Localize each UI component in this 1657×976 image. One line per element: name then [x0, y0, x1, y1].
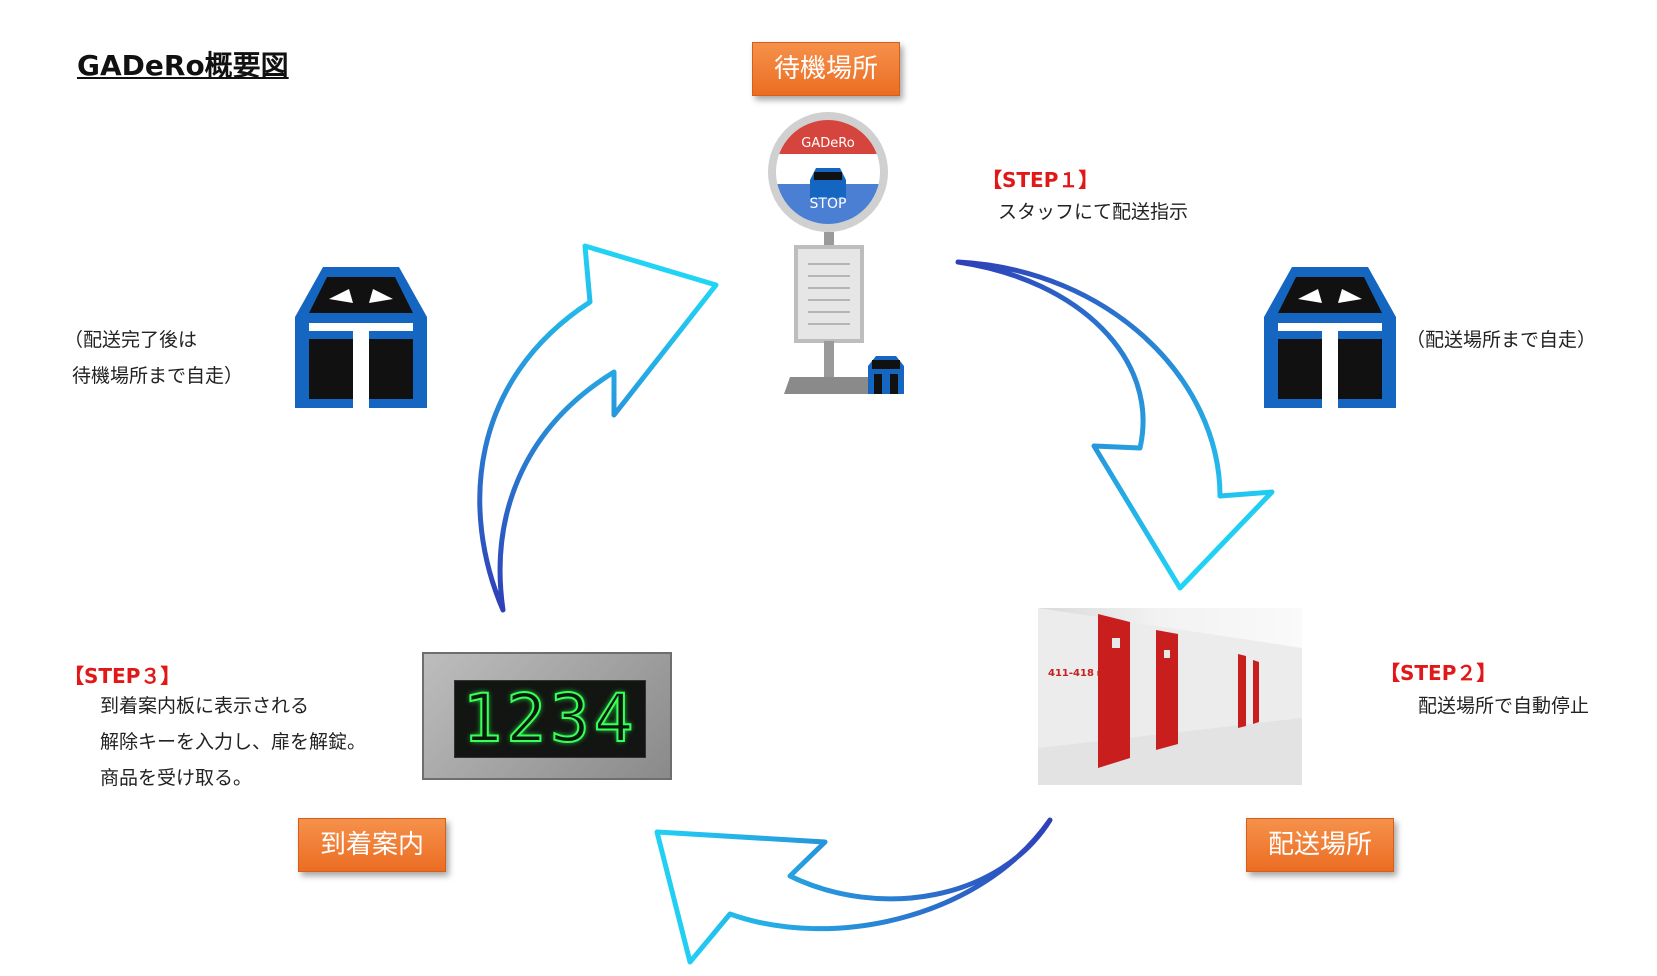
place-label-delivery: 配送場所 — [1246, 818, 1394, 872]
robot-icon-right — [1264, 267, 1396, 408]
arrow-to-waiting — [477, 243, 719, 613]
stop-sign-icon — [768, 112, 904, 394]
note-after-delivery-line-2: 待機場所まで自走） — [72, 365, 244, 387]
stop-sign-bottom-text: STOP — [809, 196, 847, 212]
place-label-arrival: 到着案内 — [298, 818, 446, 872]
hallway-room-label: 411-418 ▸ — [1048, 668, 1103, 679]
diagram-title: GADeRo概要図 — [77, 49, 289, 82]
place-label-waiting: 待機場所 — [752, 42, 900, 96]
robot-icon-left — [295, 267, 427, 408]
step1-line-1: スタッフにて配送指示 — [998, 201, 1189, 223]
step3-line-2: 解除キーを入力し、扉を解錠。 — [100, 731, 367, 753]
step3-line-3: 商品を受け取る。 — [100, 767, 253, 789]
arrow-to-arrival — [654, 817, 1053, 965]
step1-title: 【STEP１】 — [982, 168, 1099, 192]
arrow-to-delivery — [955, 259, 1275, 591]
delivery-hallway-image: 411-418 ▸ — [1038, 608, 1302, 785]
note-after-delivery-line-1: （配送完了後は — [64, 329, 198, 351]
step3-line-1: 到着案内板に表示される — [100, 695, 310, 717]
arrival-display-panel: 1234 — [422, 652, 672, 780]
stop-sign-top-text: GADeRo — [801, 136, 855, 151]
stop-sign: GADeRo STOP — [768, 112, 928, 402]
step2-line-1: 配送場所で自動停止 — [1418, 695, 1590, 717]
step2-title: 【STEP２】 — [1380, 661, 1497, 685]
hallway-illustration — [1038, 608, 1302, 785]
note-to-delivery: （配送場所まで自走） — [1406, 329, 1597, 351]
step3-title: 【STEP３】 — [64, 664, 181, 688]
display-screen: 1234 — [454, 680, 646, 758]
display-digits: 1234 — [462, 680, 638, 757]
